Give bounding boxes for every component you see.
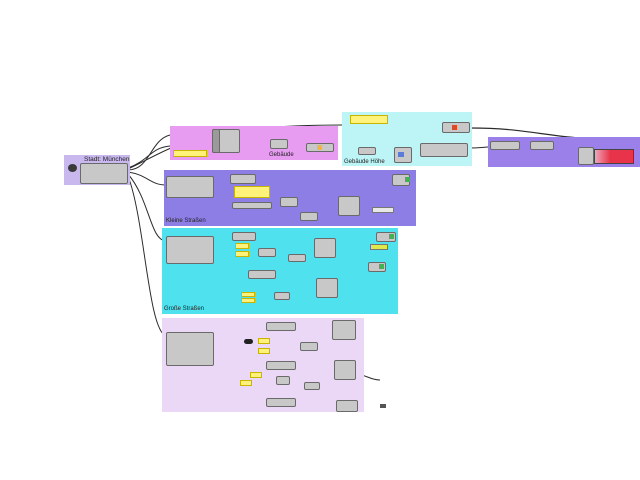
group-grosse-strassen-label: Große Straßen xyxy=(164,306,205,312)
lower-toggle-icon[interactable] xyxy=(244,339,253,344)
grosse-list-node[interactable] xyxy=(248,270,276,279)
hoehe-slider[interactable] xyxy=(350,115,388,124)
lower-slider-3[interactable] xyxy=(250,372,262,378)
lower-area-node[interactable] xyxy=(304,382,320,390)
grosse-area-node[interactable] xyxy=(288,254,306,262)
grosse-boundary-node[interactable] xyxy=(314,238,336,258)
grosse-slider-2[interactable] xyxy=(235,251,249,257)
lower-boundary-node-2[interactable] xyxy=(334,360,356,380)
kleine-panel[interactable] xyxy=(372,207,394,213)
kleine-offset-node[interactable] xyxy=(280,197,298,207)
grosse-slider-1[interactable] xyxy=(235,243,249,249)
source-node[interactable] xyxy=(80,163,128,184)
hoehe-length-node[interactable] xyxy=(358,147,376,155)
grosse-slider-4[interactable] xyxy=(241,298,255,303)
gebaeude-slider[interactable] xyxy=(173,150,207,157)
grosse-slider-3[interactable] xyxy=(241,292,255,297)
grosse-offset-node[interactable] xyxy=(258,248,276,257)
gebaeude-extrude-icon xyxy=(317,145,322,150)
wire xyxy=(469,127,581,139)
hoehe-bounds-node[interactable] xyxy=(420,143,468,157)
kleine-cull-node[interactable] xyxy=(230,174,256,184)
kleine-boundary-node[interactable] xyxy=(338,196,360,216)
grosse-preview-node-2[interactable] xyxy=(368,262,386,272)
right-color-preview[interactable] xyxy=(594,149,634,164)
grosse-boundary-node-2[interactable] xyxy=(316,278,338,298)
grosse-preview-icon-2 xyxy=(379,264,384,269)
right-series-node[interactable] xyxy=(530,141,554,150)
right-remap-node[interactable] xyxy=(490,141,520,150)
kleine-preview-icon xyxy=(405,177,410,182)
lower-cull-node-3[interactable] xyxy=(266,398,296,407)
lower-boundary-node-1[interactable] xyxy=(332,320,356,340)
lower-preview-icon xyxy=(380,404,386,408)
kleine-slider-1[interactable] xyxy=(234,186,270,198)
lower-slider-1[interactable] xyxy=(258,338,270,344)
kleine-filter-node[interactable] xyxy=(166,176,214,198)
right-gradient-node[interactable] xyxy=(578,147,594,165)
hoehe-merge-icon xyxy=(398,152,404,157)
grosse-cull-node[interactable] xyxy=(232,232,256,241)
grosse-preview-node[interactable] xyxy=(376,232,396,242)
wire xyxy=(127,145,171,169)
lower-slider-4[interactable] xyxy=(240,380,252,386)
group-gebaeude-label: Gebäude xyxy=(269,152,294,158)
lower-filter-node[interactable] xyxy=(166,332,214,366)
group-source-label: Stadt: München xyxy=(84,156,130,163)
grosse-filter-node[interactable] xyxy=(166,236,214,264)
lower-offset-node-2[interactable] xyxy=(276,376,290,385)
lower-boundary-node-3[interactable] xyxy=(336,400,358,412)
lower-cull-node-1[interactable] xyxy=(266,322,296,331)
grosse-preview-icon xyxy=(389,234,394,239)
wire xyxy=(127,175,167,337)
gebaeude-join-node[interactable] xyxy=(270,139,288,149)
lower-offset-node-1[interactable] xyxy=(300,342,318,351)
kleine-area-node[interactable] xyxy=(300,212,318,221)
wire xyxy=(127,173,167,242)
group-kleine-strassen-label: Kleine Straßen xyxy=(166,218,206,224)
gebaeude-filter-inputs xyxy=(212,129,220,153)
group-gebaeude-hoehe-label: Gebäude Höhe xyxy=(344,159,385,165)
kleine-number-node[interactable] xyxy=(232,202,272,209)
grosse-offset-node-2[interactable] xyxy=(274,292,290,300)
grosse-panel[interactable] xyxy=(370,244,388,250)
lower-cull-node-2[interactable] xyxy=(266,361,296,370)
lower-slider-2[interactable] xyxy=(258,348,270,354)
wire xyxy=(127,171,167,186)
hoehe-evaluate-icon xyxy=(452,125,457,130)
source-node-icon[interactable] xyxy=(68,164,77,172)
